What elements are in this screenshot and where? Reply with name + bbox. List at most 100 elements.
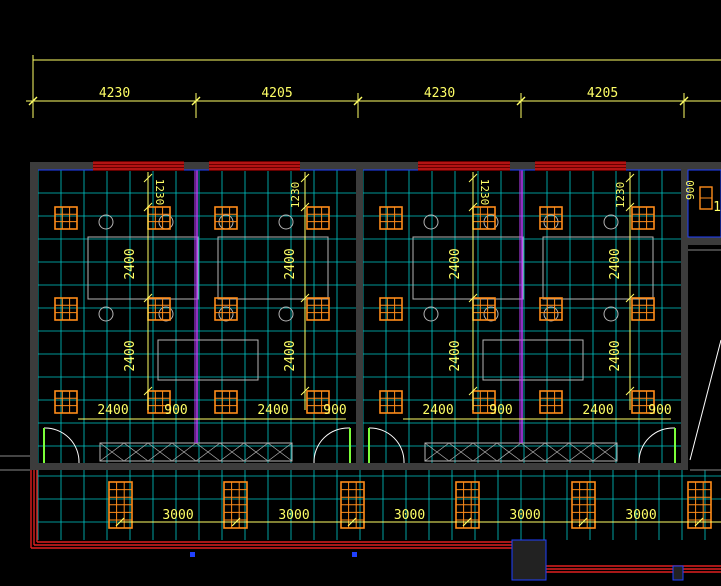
chair (603, 214, 619, 230)
cabinet-cross (520, 442, 546, 462)
exterior-wall (0, 455, 721, 581)
dimension-tick (625, 386, 635, 396)
light-fixture (379, 206, 403, 230)
room-dimension-1230: 1230 (153, 179, 166, 206)
fixture-frame (379, 390, 403, 414)
light-fixture (147, 390, 171, 414)
wall-right (681, 162, 688, 470)
light-fixture (54, 390, 78, 414)
wall-middle (356, 162, 363, 470)
fixture-frame (54, 297, 78, 321)
light-fixture (214, 206, 238, 230)
dimension-tick (347, 517, 357, 527)
window (535, 161, 626, 171)
desk-cluster (87, 236, 199, 300)
dimension-tick (191, 96, 201, 106)
cabinet-cross (592, 442, 618, 462)
light-fixture (631, 206, 655, 230)
light-fixture (214, 297, 238, 321)
window (209, 161, 300, 171)
fixture-frame (306, 206, 330, 230)
light-fixture (539, 206, 563, 230)
door-swing (43, 427, 80, 464)
door-swing (638, 427, 676, 464)
meeting-table (482, 339, 584, 381)
room-dimension-2400: 2400 (608, 340, 623, 371)
fixture-frame (54, 390, 78, 414)
chair (483, 306, 499, 322)
fixture-frame (539, 297, 563, 321)
room-width-dimension: 2400 (97, 403, 128, 418)
walls (30, 161, 688, 470)
meeting-table (157, 339, 259, 381)
window (93, 161, 184, 171)
right-dimension-900: 900 (684, 180, 697, 200)
desk-cluster (542, 236, 654, 300)
window (418, 161, 510, 171)
wall-bottom (30, 463, 688, 470)
cabinet-cross (424, 442, 450, 462)
dimension-tick (694, 517, 704, 527)
desk-cluster (217, 236, 329, 300)
fixture-frame (306, 390, 330, 414)
dimension-tick (143, 293, 153, 303)
fixture-frame (379, 297, 403, 321)
chair (218, 306, 234, 322)
door-swing (368, 427, 405, 464)
light-fixtures (379, 206, 655, 414)
cabinet-cross (99, 442, 125, 462)
dimension-tick (300, 293, 310, 303)
wall-top-right (688, 162, 721, 170)
chair (278, 214, 294, 230)
room-dimension-2400: 2400 (123, 340, 138, 371)
column (672, 565, 684, 581)
fixture-frame (54, 206, 78, 230)
dimension-tick (115, 517, 125, 527)
corridor-dimension-5: 3000 (625, 508, 656, 523)
fixture-frame (539, 390, 563, 414)
light-fixture (306, 206, 330, 230)
chair (158, 306, 174, 322)
desk-cluster (412, 236, 524, 300)
wall-left (30, 162, 38, 470)
fixture-frame (379, 206, 403, 230)
corridor-dimension-2: 3000 (278, 508, 309, 523)
chair (98, 306, 114, 322)
corridor-light-fixture (108, 481, 133, 529)
dimension-tick (625, 293, 635, 303)
chair (543, 306, 559, 322)
dimension-tick (231, 517, 241, 527)
room-dimension-2400: 2400 (448, 340, 463, 371)
furniture-group (87, 214, 329, 462)
dimension-tick (516, 96, 526, 106)
dimension-tick (143, 386, 153, 396)
cabinet-cross (195, 442, 221, 462)
light-fixture (539, 390, 563, 414)
dimension-tick (300, 173, 310, 183)
dimension-tick (300, 202, 310, 212)
right-label-fragment: 1 (713, 200, 721, 215)
dimension-tick (679, 96, 689, 106)
fixture-frame (306, 297, 330, 321)
corridor-floor (30, 470, 721, 540)
corridor-dimension-1: 3000 (162, 508, 193, 523)
chair (603, 306, 619, 322)
dimension-label-4: 4205 (587, 86, 618, 101)
chair (423, 214, 439, 230)
cabinet-cross (171, 442, 197, 462)
dimension-tick (468, 173, 478, 183)
stair-outline (687, 169, 721, 238)
dimension-tick (143, 202, 153, 212)
cabinet-cross (496, 442, 522, 462)
room-width-dimension: 2400 (257, 403, 288, 418)
corridor-light-fixture (571, 481, 596, 529)
room-dimension-2400: 2400 (448, 248, 463, 279)
corridor-light-fixture (687, 481, 712, 529)
chair (423, 306, 439, 322)
dimension-tick (468, 293, 478, 303)
dimension-tick (143, 173, 153, 183)
fixture-frame (631, 390, 655, 414)
